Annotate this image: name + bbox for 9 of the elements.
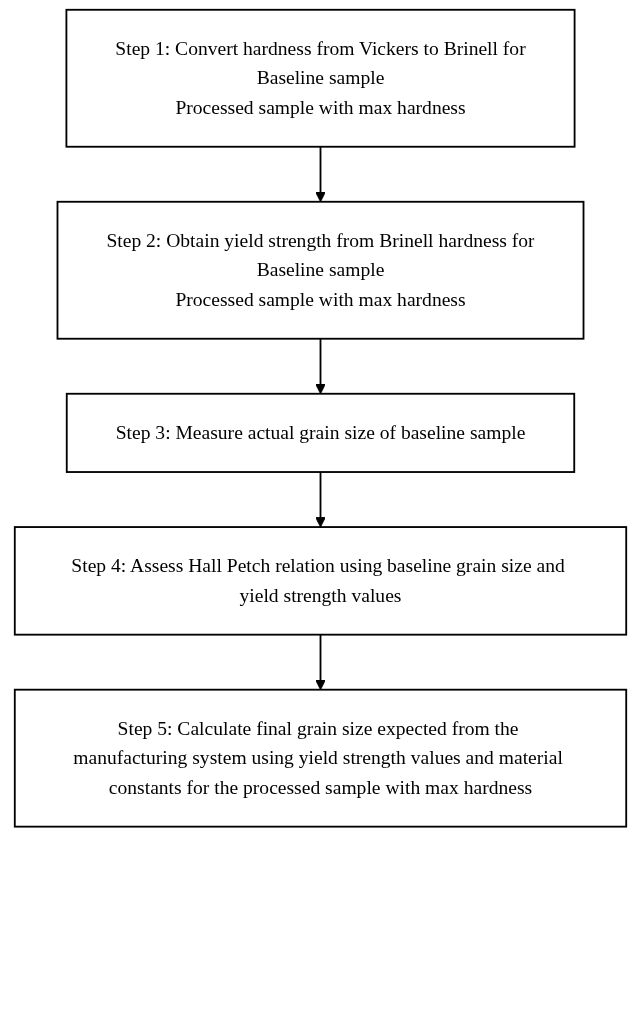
arrow xyxy=(315,471,326,528)
node-box: Step 3: Measure actual grain size of baseline sample xyxy=(65,392,576,473)
arrow xyxy=(315,633,326,691)
node-box: Step 1: Convert hardness from Vickers to Brinell for Baseline sample Processed sample with max hardness xyxy=(65,8,576,148)
arrow xyxy=(315,145,326,203)
node-box: Step 4: Assess Hall Petch relation using baseline grain size and yield strength values xyxy=(13,526,628,636)
arrow xyxy=(315,337,326,395)
node-box: Step 2: Obtain yield strength from Brinell hardness for Baseline sample Processed sample with max hardness xyxy=(56,200,585,340)
node-box: Step 5: Calculate final grain size expected from the manufacturing system using yield strength values and material constants for the processed sample with max hardness xyxy=(13,688,628,828)
